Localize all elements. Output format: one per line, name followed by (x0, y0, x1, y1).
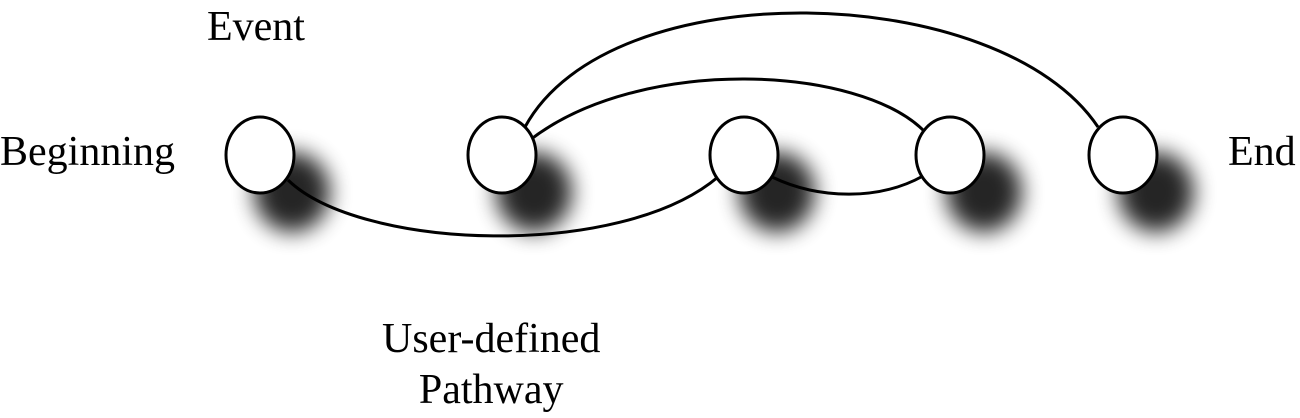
pathway-label-line-2: Pathway (418, 367, 564, 414)
edge-node2-node4 (529, 77, 927, 142)
event-label: Event (207, 4, 305, 50)
edge-node2-node5 (523, 11, 1100, 128)
edge-node1-node3 (286, 175, 719, 238)
edge-node3-node4 (771, 174, 924, 196)
beginning-label: Beginning (0, 129, 175, 175)
node-5 (1087, 115, 1159, 195)
node-2 (466, 115, 538, 195)
nodes (224, 115, 1159, 195)
node-4 (914, 115, 986, 195)
user-defined-pathway-label: User-defined Pathway (382, 314, 600, 416)
edges (286, 11, 1100, 238)
node-1 (224, 115, 296, 195)
end-label: End (1228, 129, 1296, 175)
node-3 (708, 115, 780, 195)
pathway-label-line-1: User-defined (382, 316, 601, 362)
